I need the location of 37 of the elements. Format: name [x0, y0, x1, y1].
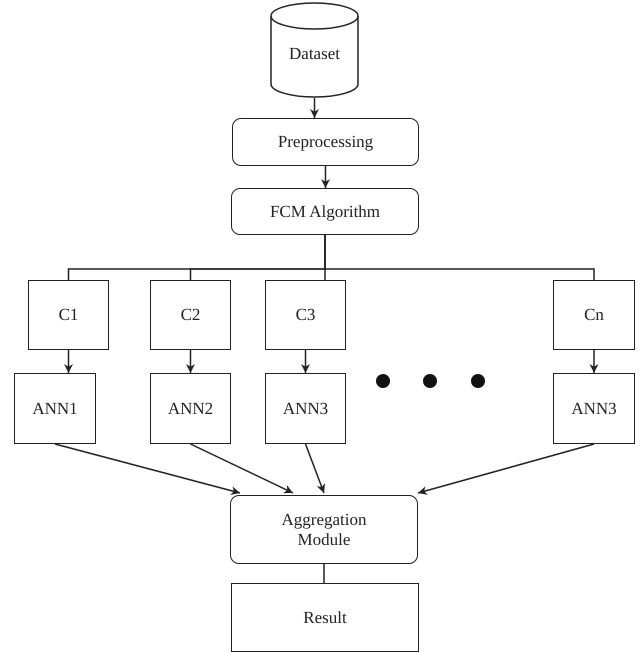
- box: [14, 373, 96, 444]
- node-label: Dataset: [288, 44, 341, 64]
- process-box: [231, 188, 419, 235]
- process-box: [232, 118, 419, 166]
- node-label: C2: [180, 305, 202, 325]
- node-label: ANN3: [282, 398, 330, 418]
- box: [150, 373, 231, 444]
- node-label: Preprocessing: [276, 132, 374, 152]
- node-label: Result: [302, 608, 348, 628]
- box: [265, 373, 346, 444]
- node-label: C3: [294, 305, 316, 325]
- box: [231, 583, 419, 652]
- node-label: FCM Algorithm: [268, 202, 382, 222]
- box: [553, 280, 635, 350]
- box: [265, 280, 346, 350]
- node-label: ANN1: [31, 398, 79, 418]
- box: [553, 373, 635, 444]
- arrow: [190, 443, 294, 494]
- arrow: [304, 444, 326, 494]
- arrow: [54, 443, 240, 496]
- arrow: [310, 98, 319, 118]
- node-label: ANN2: [166, 398, 214, 418]
- node-label: C1: [58, 305, 80, 325]
- arrow: [301, 350, 310, 373]
- arrow: [418, 443, 594, 495]
- connector-line: [323, 564, 325, 583]
- arrow: [590, 350, 598, 373]
- box: [150, 280, 231, 350]
- arrow: [321, 166, 330, 188]
- arrow: [64, 350, 73, 373]
- node-label: Aggregation Module: [280, 510, 368, 550]
- node-label: ANN3: [570, 398, 618, 418]
- connector-line: [324, 235, 595, 280]
- arrow: [186, 350, 195, 373]
- node-label: Cn: [583, 305, 605, 325]
- process-box: [230, 495, 418, 564]
- box: [28, 280, 109, 350]
